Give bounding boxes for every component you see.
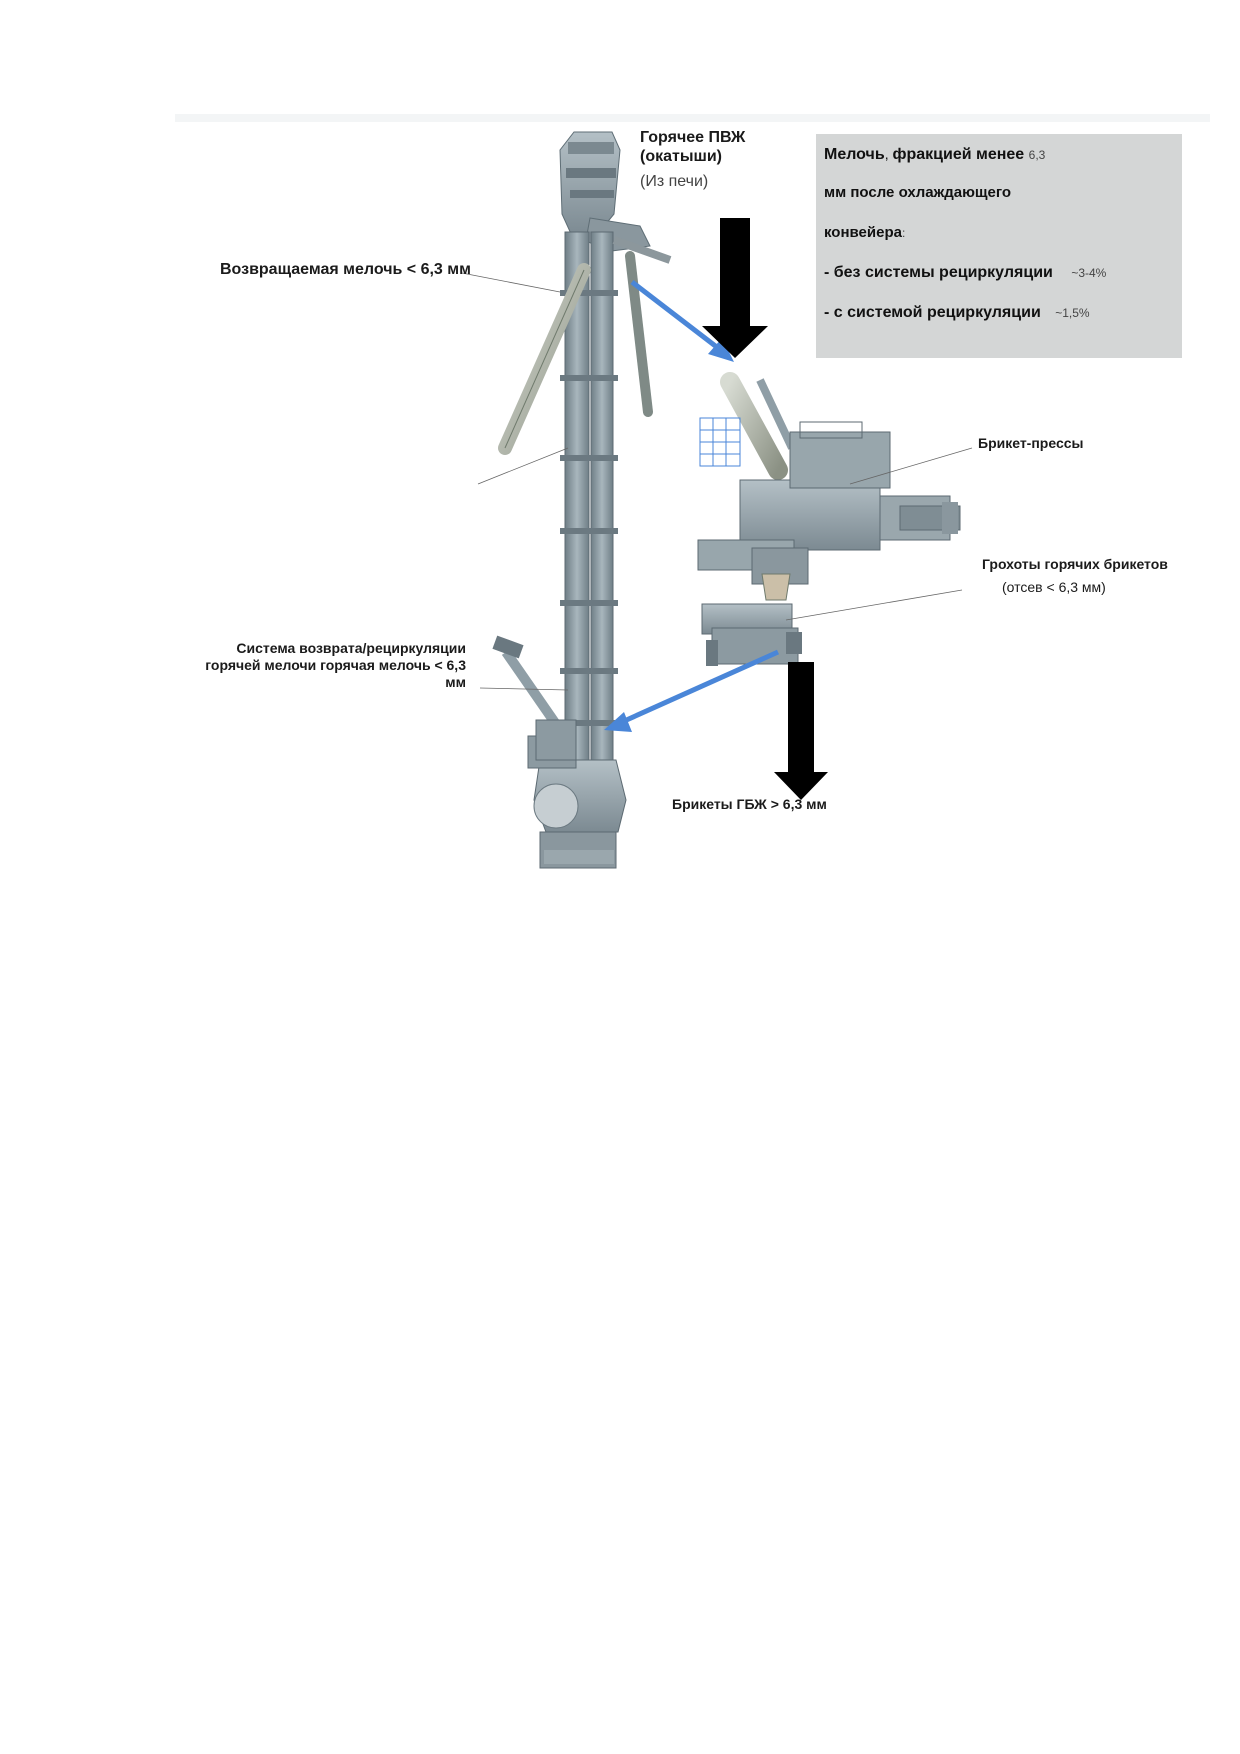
infobox-line2: мм после охлаждающего <box>824 184 1012 201</box>
infobox-line3: конвейера: <box>824 224 905 241</box>
infobox-item1: - без системы рециркуляции ~3-4% <box>824 264 1106 282</box>
arrow-hbi-output <box>774 662 828 800</box>
flow-arrow-returned-fines <box>630 280 734 362</box>
flow-arrow-recirculation <box>604 649 780 732</box>
infobox-line3-bold: конвейера <box>824 224 902 241</box>
return-system-lower <box>492 635 577 761</box>
infobox-item1-label: - без системы рециркуляции <box>824 264 1053 281</box>
infobox-line1-sep: , <box>884 146 893 162</box>
top-band <box>175 114 1210 122</box>
label-hot-screens-line2: (отсев < 6,3 мм) <box>1002 578 1106 595</box>
infobox-line1: Мелочь, фракцией менее 6,3 <box>824 146 1045 164</box>
label-briquette-presses: Брикет-прессы <box>978 435 1084 451</box>
label-hot-screens: Грохоты горячих брикетов (отсев < 6,3 мм… <box>982 556 1168 596</box>
infobox-line1-bold: Мелочь <box>824 146 885 163</box>
infobox-item2-value: ~1,5% <box>1055 306 1090 320</box>
label-return-system-line2: горячей мелочи горячая мелочь < 6,3 <box>205 656 466 673</box>
bucket-elevator <box>527 131 651 869</box>
leader-lines <box>461 272 973 691</box>
infobox-item1-value: ~3-4% <box>1071 266 1107 280</box>
label-return-system: Система возврата/рециркуляции горячей ме… <box>176 640 466 690</box>
label-returned-fines: Возвращаемая мелочь < 6,3 мм <box>220 261 471 278</box>
briquette-press <box>697 372 961 601</box>
infobox-item2: - с системой рециркуляции ~1,5% <box>824 304 1090 322</box>
infobox-line3-small: : <box>901 226 906 240</box>
label-return-system-line3: мм <box>445 673 466 690</box>
fines-info-box: Мелочь, фракцией менее 6,3 мм после охла… <box>816 134 1182 358</box>
label-hot-dri: Горячее ПВЖ (окатыши) (Из печи) <box>640 128 745 192</box>
label-hot-dri-line2: (окатыши) <box>640 148 723 166</box>
infobox-item2-label: - с системой рециркуляции <box>824 304 1041 321</box>
label-hot-dri-line1: Горячее ПВЖ <box>640 129 746 146</box>
infobox-line1-small: 6,3 <box>1028 148 1046 162</box>
label-return-system-line1: Система возврата/рециркуляции <box>236 640 466 656</box>
arrow-hot-dri-input <box>702 218 768 358</box>
infobox-line1-rest: фракцией менее <box>892 146 1029 163</box>
label-hot-screens-line1: Грохоты горячих брикетов <box>982 556 1168 572</box>
label-hbi-briquettes: Брикеты ГБЖ > 6,3 мм <box>672 796 827 812</box>
hot-briquette-screens <box>701 603 802 666</box>
label-hot-dri-line3: (Из печи) <box>640 173 709 191</box>
plant-illustration <box>175 114 1210 869</box>
